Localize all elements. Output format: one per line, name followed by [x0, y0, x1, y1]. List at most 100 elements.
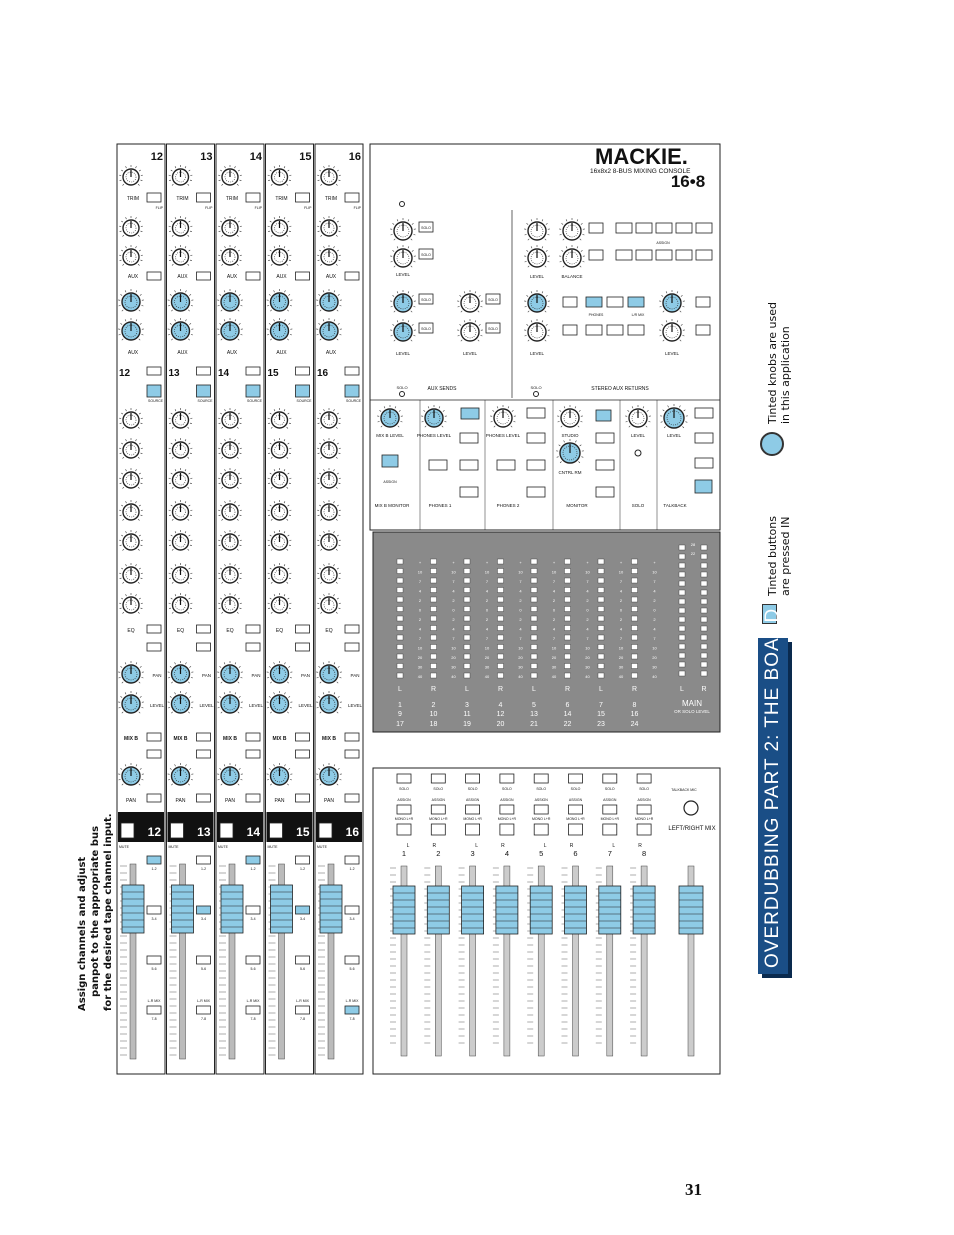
knob-tick	[393, 339, 396, 342]
mute-button	[269, 822, 283, 839]
knob-tick	[336, 220, 339, 223]
knob-tick	[544, 238, 547, 241]
aux-send-solo-button	[418, 248, 434, 260]
knob-tick	[219, 294, 222, 296]
knob-tick	[411, 295, 414, 297]
knob-tick	[319, 567, 322, 570]
meter-led	[631, 596, 638, 603]
main-fader-cap	[678, 885, 704, 935]
meter-led	[530, 568, 538, 574]
meter-led	[396, 615, 404, 622]
knob-tick	[236, 263, 239, 266]
knob-tick	[234, 469, 236, 472]
knob-tick	[140, 259, 143, 261]
low-cut-button	[245, 642, 261, 652]
solo-section-label: SOLO	[632, 503, 645, 508]
meter-scale-label: 2	[553, 598, 556, 603]
meter-led	[631, 672, 638, 679]
knob-tick	[188, 169, 191, 172]
knob-tick	[665, 320, 668, 323]
knob-tick	[336, 534, 339, 537]
knob-tick	[682, 426, 685, 429]
knob-tick	[224, 409, 226, 412]
meter-bridge: +10742024710203040L1917+1074202471020304…	[372, 531, 721, 733]
knob-tick	[124, 319, 127, 322]
submaster-mono-label: MONO L+R	[532, 817, 551, 821]
meter-led	[530, 663, 538, 669]
lo-freq-knob	[119, 530, 143, 551]
aux4-knob	[217, 318, 243, 341]
knob-tick	[524, 261, 527, 263]
meter-led	[631, 587, 638, 593]
return-solo-button	[588, 222, 604, 234]
knob-tick	[680, 324, 683, 326]
aux-sends-solo-label: SOLO	[396, 385, 407, 390]
knob-tick	[190, 707, 193, 709]
knob-tick	[396, 246, 399, 249]
knob-tick	[336, 338, 339, 341]
submaster-assign-label: ASSIGN	[569, 798, 583, 802]
knob-tick	[171, 456, 174, 459]
knob-tick	[267, 334, 270, 336]
knob-tick	[221, 518, 224, 521]
knob-tick	[561, 223, 564, 225]
knob-tick	[270, 581, 273, 584]
aux2-knob	[317, 245, 341, 266]
meter-led	[430, 653, 437, 660]
knob-tick	[170, 169, 173, 172]
assign-button-3-4	[146, 905, 162, 915]
return-level-label-2: LEVEL	[530, 351, 545, 356]
aux-send-solo-button	[418, 221, 434, 233]
meter-scale-label: +	[553, 560, 556, 565]
channel-mixb-button	[196, 384, 211, 398]
meter-scale-label: 2	[620, 617, 623, 622]
knob-tick	[283, 594, 286, 597]
studio-knob	[557, 405, 583, 428]
flip-eq-button	[245, 749, 261, 759]
knob-tick	[138, 597, 141, 600]
mute-button	[219, 822, 234, 839]
meter-lr-label: L	[599, 686, 603, 693]
return-solo-button	[588, 249, 604, 261]
knob-tick	[120, 666, 123, 668]
aux-label-bottom: AUX	[326, 350, 337, 356]
knob-tick	[645, 425, 648, 428]
lr-mix-label: L-R MIX	[247, 999, 261, 1003]
meter-scale-label: 20	[652, 655, 657, 660]
knob-tick	[578, 461, 581, 464]
knob-tick	[220, 442, 223, 445]
meter-scale-label: 10	[652, 646, 657, 651]
aux1-knob	[119, 216, 143, 237]
meter-scale-label: 4	[452, 589, 455, 594]
fader-cap	[220, 884, 244, 934]
return-route-button	[585, 324, 603, 336]
return-route-button	[585, 296, 603, 308]
level-label: LEVEL	[298, 703, 313, 708]
knob-tick	[220, 220, 223, 223]
knob-tick	[269, 412, 272, 415]
knob-tick	[317, 577, 320, 579]
aux-send-master-knob	[390, 319, 416, 342]
meter-group-1: 5	[532, 702, 536, 709]
knob-tick	[174, 217, 177, 220]
knob-tick	[139, 768, 142, 770]
phones1-level-label: PHONES LEVEL	[417, 433, 452, 438]
aux3-knob	[217, 289, 243, 312]
knob-tick	[289, 707, 292, 709]
knob-tick	[459, 295, 462, 297]
aux-level-label-1: LEVEL	[396, 272, 411, 277]
knob-ridge	[665, 325, 679, 339]
meter-scale-label: 2	[586, 598, 589, 603]
mixb-pan-knob	[118, 763, 144, 786]
knob-tick	[270, 711, 272, 714]
knob-tick	[124, 290, 127, 293]
return-assign-label: ASSIGN	[656, 241, 670, 245]
lr-mix-label: L-R MIX	[296, 999, 310, 1003]
meter-led	[564, 558, 571, 565]
knob-tick	[268, 666, 271, 668]
meter-led	[597, 644, 605, 650]
aux2-knob	[267, 245, 292, 266]
knob-tick	[168, 514, 172, 516]
